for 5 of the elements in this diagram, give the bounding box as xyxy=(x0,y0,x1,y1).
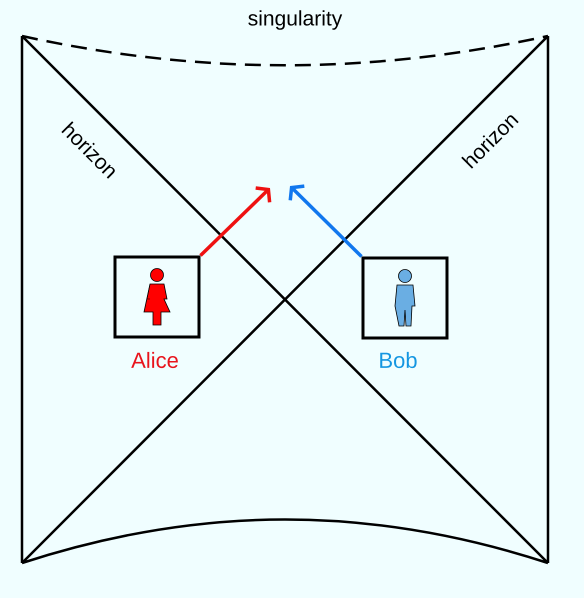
arrow xyxy=(199,186,272,257)
arrow xyxy=(288,184,363,258)
person-name: Alice xyxy=(131,352,178,368)
person-name: Bob xyxy=(380,352,417,368)
region-label: singularity xyxy=(248,10,342,30)
